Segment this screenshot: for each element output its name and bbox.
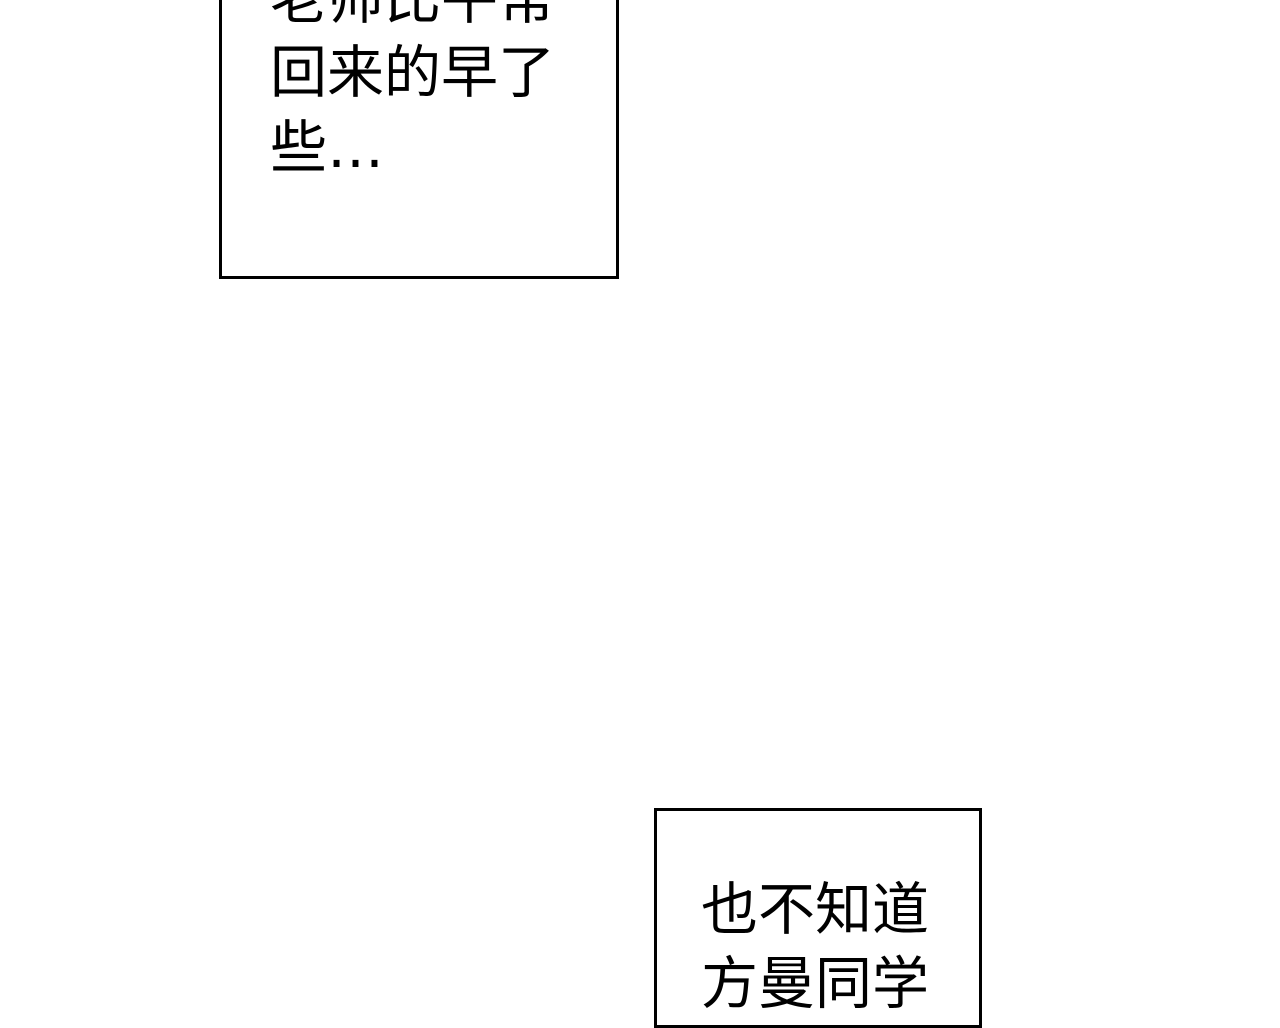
caption-box-top: 老师比平常 回来的早了 些… [219,0,619,279]
caption-line: 些… [270,115,384,181]
caption-line: 方曼同学 [701,951,929,1017]
caption-line: 回来的早了 [270,40,555,106]
caption-line: 老师比平常 [270,0,555,29]
caption-line: 也不知道 [701,877,929,943]
caption-box-bottom: 也不知道 方曼同学 [654,808,982,1028]
